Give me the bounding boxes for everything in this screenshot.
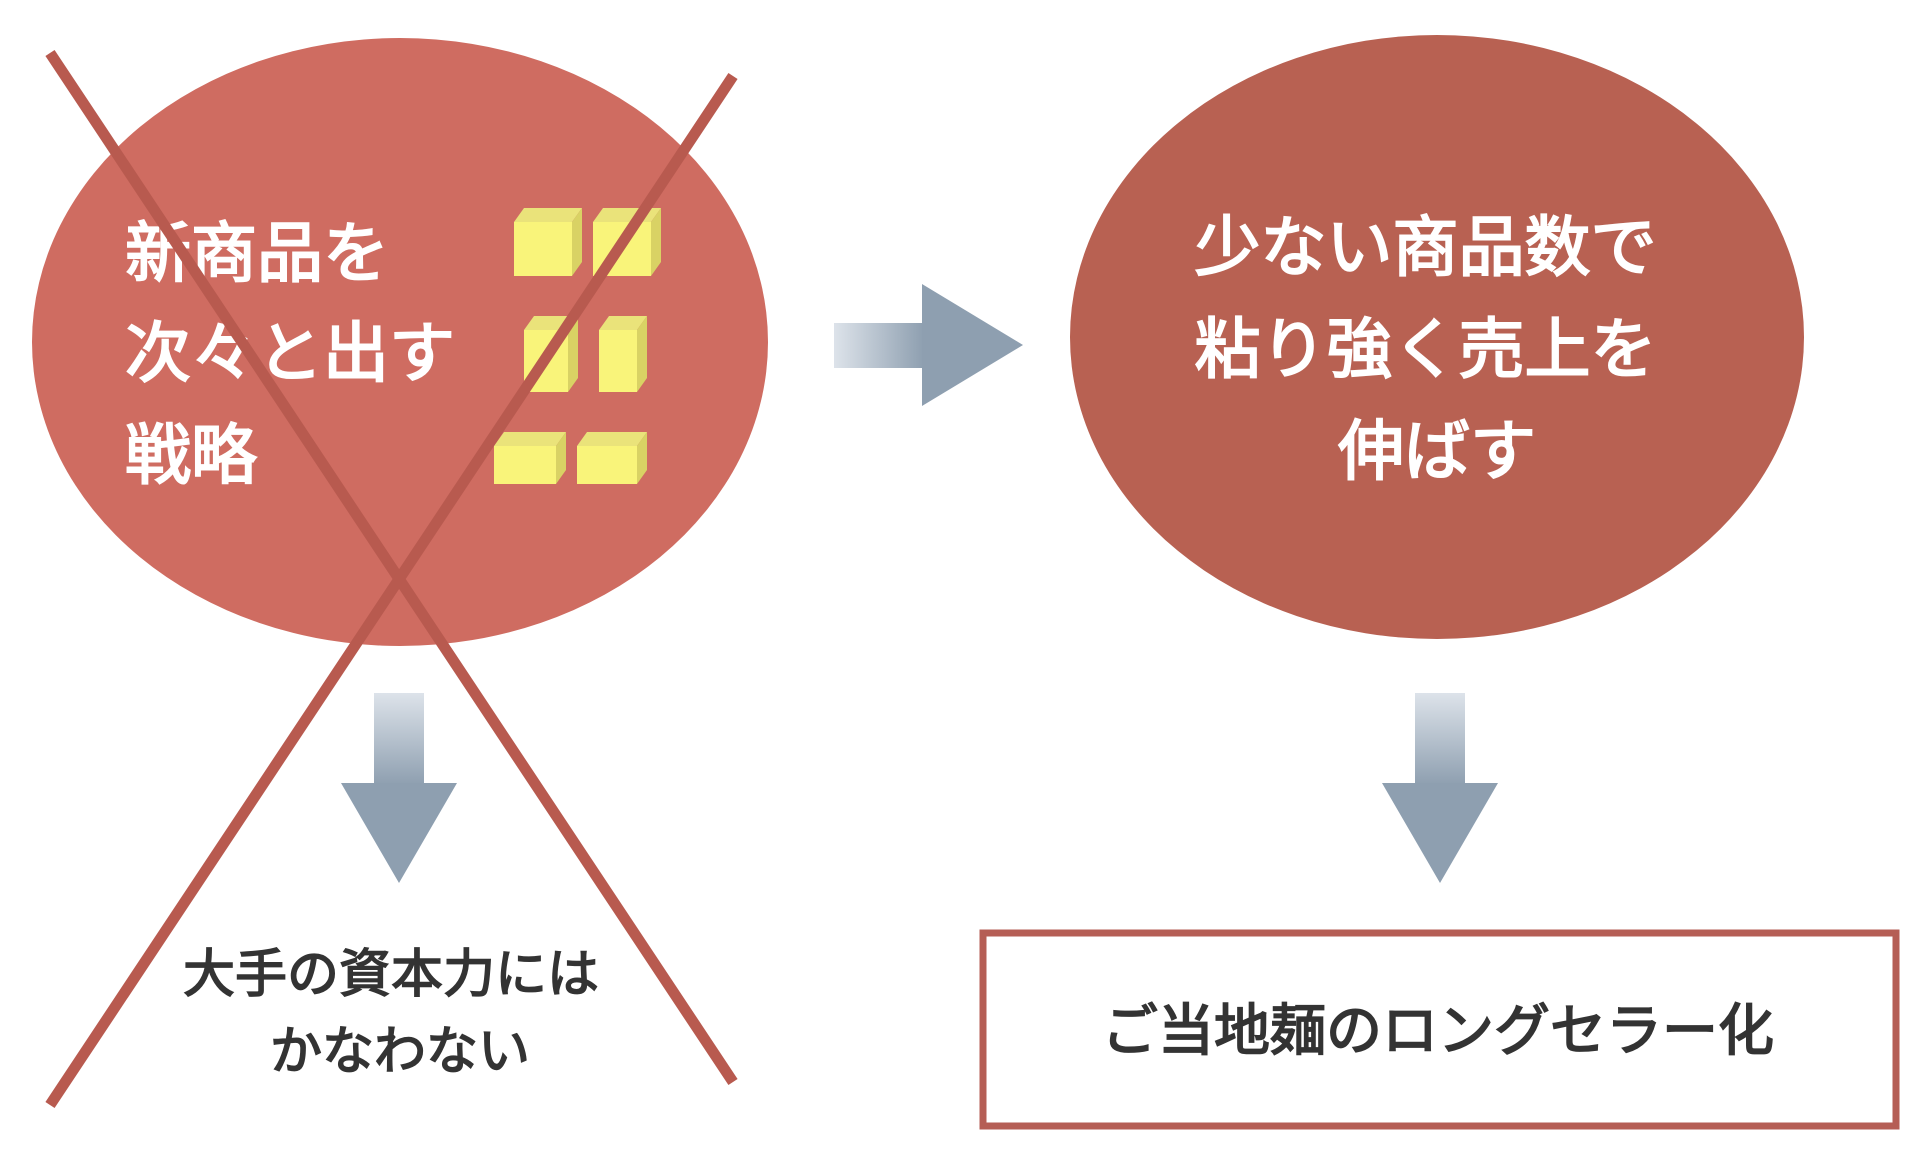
cross-out-icon [45,49,738,1109]
left-result-line-2: かなわない [270,1022,530,1082]
left-strategy-text: 新商品を 次々と出す 戦略 [125,215,478,494]
right-result-text: ご当地麺のロングセラー化 [1102,999,1774,1064]
right-strategy-ellipse [1070,35,1804,639]
right-down-arrow-icon [1382,693,1498,883]
product-box [577,432,647,484]
left-strategy-line-3: 戦略 [125,417,258,494]
left-result-line-1: 大手の資本力には [183,945,599,1005]
product-box [514,208,582,276]
right-result-box [979,929,1900,1130]
right-strategy-line-1: 少ない商品数で [1195,209,1657,286]
left-strategy-ellipse [32,38,768,646]
left-result-text: 大手の資本力には かなわない [183,945,617,1082]
product-box [599,316,647,392]
product-box [494,432,566,484]
left-down-arrow-icon [341,693,457,883]
right-arrow-icon [834,284,1023,406]
left-strategy-line-2: 次々と出す [125,315,455,392]
right-strategy-line-3: 伸ばす [1337,413,1536,490]
right-strategy-line-2: 粘り強く売上を [1195,311,1657,388]
right-strategy-text: 少ない商品数で 粘り強く売上を 伸ばす [1195,209,1680,490]
